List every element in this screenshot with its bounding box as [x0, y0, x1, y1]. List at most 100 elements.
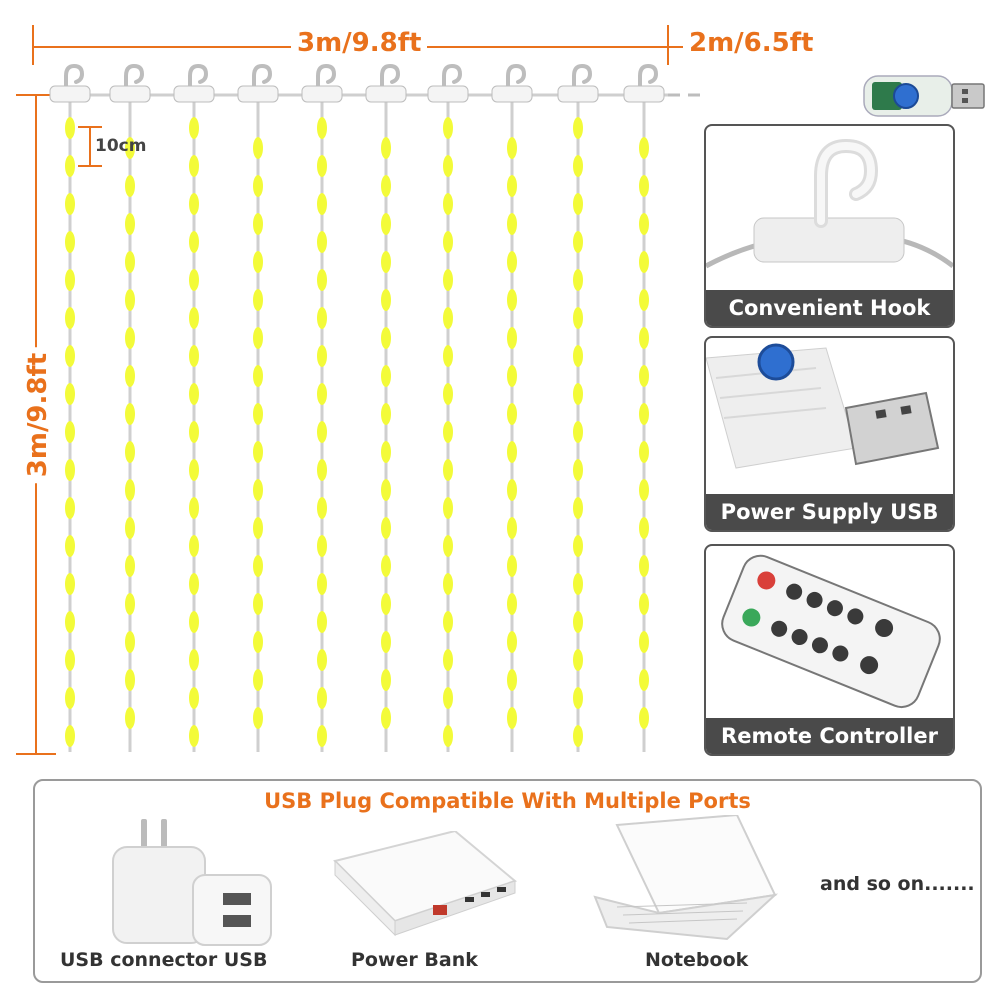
- led-bulb: [443, 231, 453, 253]
- led-bulb: [443, 421, 453, 443]
- led-bulb: [189, 193, 199, 215]
- led-bulb: [189, 611, 199, 633]
- led-bulb: [125, 327, 135, 349]
- feature-caption: Power Supply USB: [706, 494, 953, 530]
- led-bulb: [253, 479, 263, 501]
- led-bulb: [253, 441, 263, 463]
- led-bulb: [125, 631, 135, 653]
- light-strand: [427, 63, 469, 752]
- led-bulb: [573, 307, 583, 329]
- led-bulb: [639, 137, 649, 159]
- led-bulb: [381, 441, 391, 463]
- led-bulb: [507, 365, 517, 387]
- led-bulb: [189, 155, 199, 177]
- and-so-on-text: and so on.......: [820, 873, 975, 895]
- led-bulb: [125, 213, 135, 235]
- led-bulb: [65, 383, 75, 405]
- led-bulb: [639, 251, 649, 273]
- led-bulb: [443, 535, 453, 557]
- led-bulb: [317, 725, 327, 747]
- light-strand: [365, 63, 407, 752]
- led-bulb: [639, 593, 649, 615]
- led-bulb: [125, 289, 135, 311]
- led-bulb: [381, 251, 391, 273]
- led-bulb: [317, 459, 327, 481]
- led-bulb: [443, 345, 453, 367]
- led-bulb: [443, 117, 453, 139]
- led-bulb: [125, 669, 135, 691]
- led-bulb: [507, 669, 517, 691]
- port-label-power-bank: Power Bank: [351, 949, 478, 971]
- height-dimension-label: 3m/9.8ft: [19, 346, 58, 484]
- led-bulb: [443, 193, 453, 215]
- feature-panel-hook: Convenient Hook: [704, 124, 955, 328]
- led-bulb: [253, 403, 263, 425]
- led-bulb: [639, 669, 649, 691]
- hook-icon: [109, 63, 151, 103]
- led-bulb: [317, 193, 327, 215]
- led-bulb: [253, 707, 263, 729]
- led-bulb: [639, 707, 649, 729]
- led-bulb: [381, 707, 391, 729]
- led-bulb: [573, 611, 583, 633]
- hook-icon: [301, 63, 343, 103]
- led-bulb: [443, 497, 453, 519]
- led-bulb: [381, 175, 391, 197]
- light-strand: [49, 63, 91, 752]
- led-bulb: [573, 155, 583, 177]
- led-bulb: [381, 289, 391, 311]
- led-bulb: [381, 631, 391, 653]
- led-bulb: [253, 631, 263, 653]
- led-bulb: [317, 307, 327, 329]
- led-bulb: [125, 479, 135, 501]
- led-bulb: [443, 687, 453, 709]
- hook-icon: [623, 63, 665, 103]
- led-bulb: [253, 365, 263, 387]
- led-bulb: [573, 573, 583, 595]
- led-bulb: [65, 117, 75, 139]
- led-bulb: [507, 327, 517, 349]
- led-bulb: [65, 459, 75, 481]
- led-bulb: [253, 517, 263, 539]
- usb-controller-icon: [863, 75, 985, 117]
- led-bulb: [381, 327, 391, 349]
- led-bulb: [317, 497, 327, 519]
- led-bulb: [573, 345, 583, 367]
- led-bulb: [317, 231, 327, 253]
- led-bulb: [639, 631, 649, 653]
- led-bulb: [253, 669, 263, 691]
- led-bulb: [65, 497, 75, 519]
- led-bulb: [381, 669, 391, 691]
- spacing-label: 10cm: [95, 136, 147, 156]
- led-bulb: [65, 231, 75, 253]
- led-bulb: [65, 535, 75, 557]
- led-bulb: [639, 555, 649, 577]
- led-bulb: [443, 573, 453, 595]
- led-bulb: [65, 193, 75, 215]
- led-bulb: [189, 497, 199, 519]
- led-bulb: [443, 459, 453, 481]
- led-bulb: [189, 269, 199, 291]
- hook-icon: [427, 63, 469, 103]
- led-bulb: [443, 611, 453, 633]
- led-bulb: [507, 289, 517, 311]
- cable-dimension-label: 2m/6.5ft: [683, 28, 820, 58]
- led-bulb: [381, 593, 391, 615]
- led-bulb: [253, 555, 263, 577]
- led-bulb: [639, 213, 649, 235]
- feature-caption: Convenient Hook: [706, 290, 953, 326]
- led-bulb: [639, 365, 649, 387]
- led-bulb: [65, 269, 75, 291]
- led-bulb: [317, 421, 327, 443]
- led-bulb: [573, 117, 583, 139]
- led-bulb: [381, 479, 391, 501]
- remote-icon: [721, 554, 941, 709]
- hook-icon: [173, 63, 215, 103]
- led-bulb: [381, 365, 391, 387]
- led-bulb: [317, 573, 327, 595]
- led-bulb: [125, 707, 135, 729]
- led-bulb: [317, 269, 327, 291]
- led-bulb: [65, 611, 75, 633]
- led-bulb: [507, 593, 517, 615]
- led-bulb: [443, 155, 453, 177]
